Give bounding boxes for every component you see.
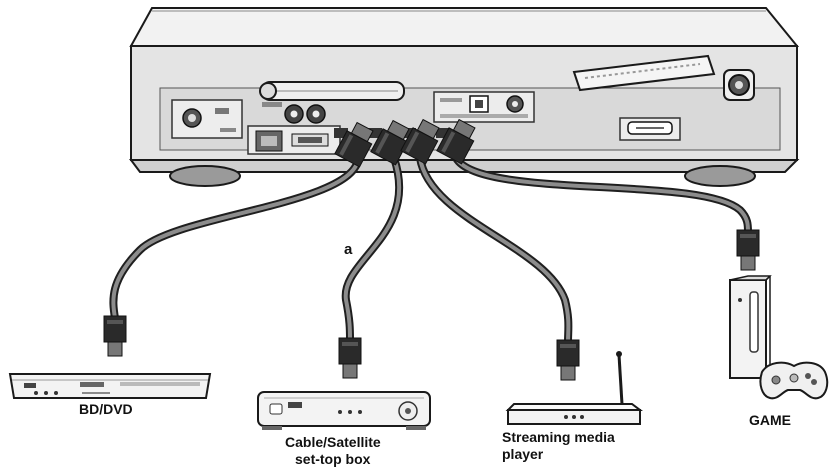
set-top-box-label-line1: Cable/Satellite <box>285 434 381 450</box>
speaker-terminal-plate <box>619 117 681 141</box>
hdmi-plug-receiver-3 <box>400 118 440 165</box>
set-top-box-label-line2: set-top box <box>295 451 371 467</box>
digital-audio-panel <box>433 91 535 123</box>
cable-set-top-box <box>341 154 404 344</box>
hdmi-input-ports <box>334 128 450 138</box>
fm-antenna-terminal <box>171 99 243 139</box>
network-usb-panel <box>247 125 341 155</box>
streaming-player-label-line2: player <box>502 446 544 462</box>
bd-dvd-player <box>8 373 212 399</box>
game-console <box>729 275 772 379</box>
receiver-foot-left <box>169 165 241 187</box>
hdmi-plug-receiver-4 <box>436 118 476 165</box>
hdmi-plug-streaming-player <box>556 339 580 381</box>
set-top-box <box>257 391 431 430</box>
receiver-foot-right <box>684 165 756 187</box>
cable-bd-dvd <box>109 156 362 322</box>
hdmi-plug-bd-dvd <box>103 315 127 357</box>
bd-dvd-label: BD/DVD <box>79 401 133 417</box>
game-label: GAME <box>749 412 791 428</box>
streaming-player-label-line1: Streaming media <box>502 429 615 445</box>
av-receiver <box>129 7 800 187</box>
power-inlet <box>723 69 755 101</box>
connection-marker-label: a <box>344 241 353 258</box>
antenna-right <box>572 54 716 92</box>
analog-audio-jacks <box>262 102 326 124</box>
game-controller-icon <box>759 361 829 400</box>
hdmi-plug-set-top-box <box>338 337 362 379</box>
hdmi-plug-game <box>736 229 760 271</box>
hdmi-plug-receiver-1 <box>334 121 374 168</box>
cable-game <box>452 154 752 236</box>
streaming-media-player <box>505 351 643 425</box>
cable-streaming-player <box>416 154 573 346</box>
antenna-left <box>259 81 405 101</box>
hdmi-plug-receiver-2 <box>370 119 410 166</box>
